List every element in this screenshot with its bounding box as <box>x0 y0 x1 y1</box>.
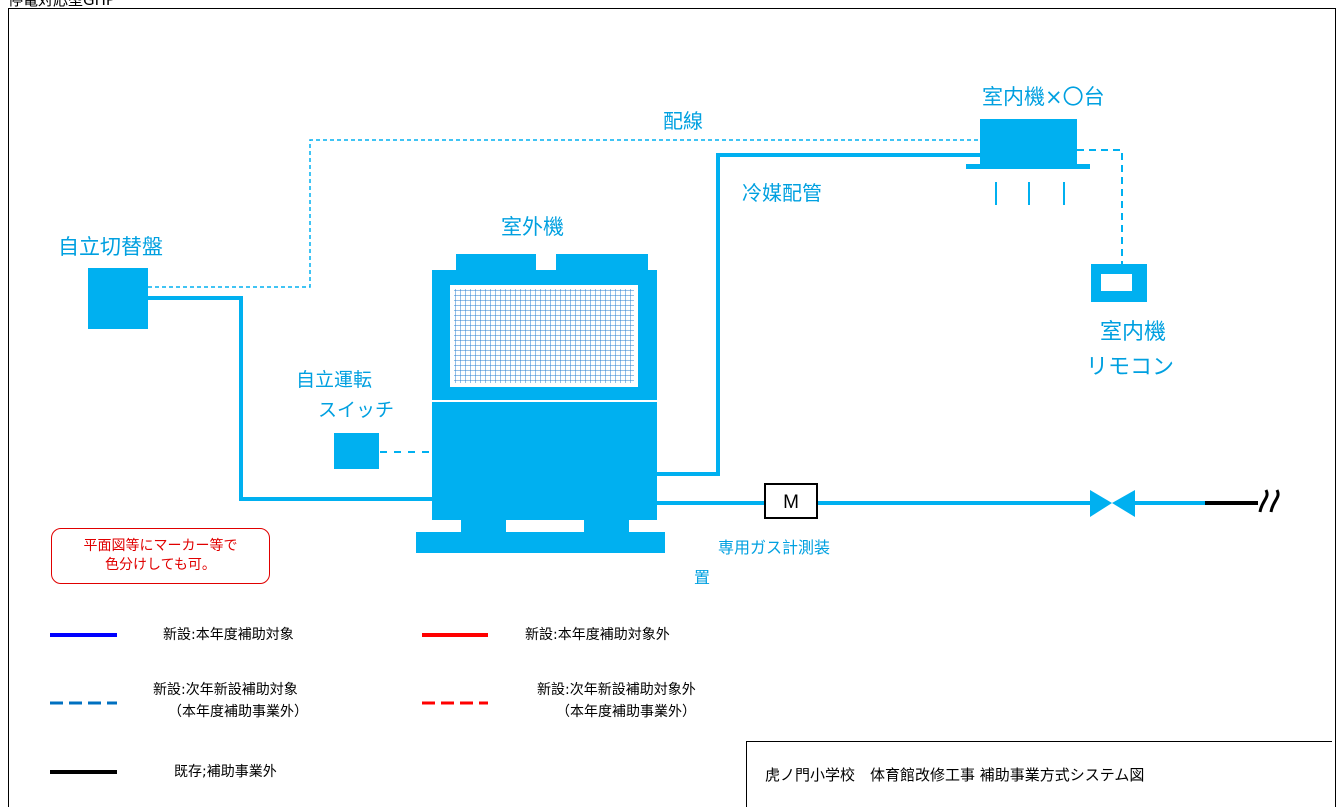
switch-label-line2: スイッチ <box>318 399 394 421</box>
meter-label-line2: 置 <box>694 568 710 587</box>
outdoor-unit-label: 室外機 <box>501 215 564 239</box>
refrigerant-label: 冷媒配管 <box>742 181 822 205</box>
switch-label-line1: 自立運転 <box>296 369 372 391</box>
note-line1: 平面図等にマーカー等で <box>83 538 238 554</box>
outdoor-unit <box>416 254 665 553</box>
switchboard-box <box>88 268 148 329</box>
valve-icon <box>1090 490 1112 517</box>
wiring-line <box>148 139 980 288</box>
page-title: 停電対応型GHP <box>8 0 115 9</box>
valve-icon-right <box>1112 490 1135 517</box>
drawing-title-box: 虎ノ門小学校 体育館改修工事 補助事業方式システム図 <box>746 741 1332 807</box>
legend-text-new-subsidy: 新設:本年度補助対象 <box>163 627 294 643</box>
refrigerant-pipe <box>657 153 980 476</box>
indoor-unit-label: 室内機×〇台 <box>982 85 1105 109</box>
remote-screen <box>1101 274 1132 291</box>
drawing-title: 虎ノ門小学校 体育館改修工事 補助事業方式システム図 <box>765 766 1145 784</box>
meter-label-line1: 専用ガス計測装 <box>718 538 830 557</box>
switchboard-label: 自立切替盤 <box>58 235 163 259</box>
note-box: 平面図等にマーカー等で 色分けしても可。 <box>51 528 270 584</box>
legend-text-next-nonsubsidy-sub: （本年度補助事業外） <box>556 704 696 720</box>
note-line2: 色分けしても可。 <box>105 557 216 573</box>
legend-text-new-nonsubsidy: 新設:本年度補助対象外 <box>525 627 670 643</box>
remote-wiring-line <box>1077 149 1123 264</box>
gas-meter-symbol: M <box>783 492 799 513</box>
remote-label-line2: リモコン <box>1086 355 1174 380</box>
power-line <box>148 296 432 501</box>
wiring-label: 配線 <box>663 109 703 133</box>
legend-text-next-subsidy: 新設:次年新設補助対象 <box>153 682 298 698</box>
remote-label-line1: 室内機 <box>1100 320 1166 345</box>
gas-source-icon <box>1258 489 1280 513</box>
legend-text-existing: 既存;補助事業外 <box>174 764 277 780</box>
self-run-switch-box <box>334 433 379 469</box>
indoor-unit <box>966 119 1090 205</box>
legend-text-next-subsidy-sub: （本年度補助事業外） <box>168 704 308 720</box>
gas-meter-box <box>764 483 818 519</box>
legend-text-next-nonsubsidy: 新設:次年新設補助対象外 <box>537 682 696 698</box>
